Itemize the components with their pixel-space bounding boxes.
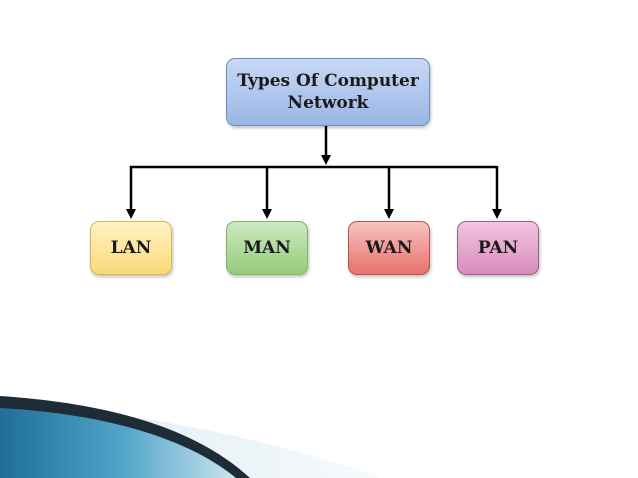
node-wan: WAN — [348, 221, 430, 275]
node-lan: LAN — [90, 221, 172, 275]
root-node-label: Types Of Computer Network — [237, 71, 419, 113]
node-man-label: MAN — [243, 238, 291, 258]
node-pan: PAN — [457, 221, 539, 275]
node-pan-label: PAN — [477, 238, 519, 258]
node-wan-label: WAN — [365, 238, 413, 258]
node-man: MAN — [226, 221, 308, 275]
root-node-types-of-computer-network: Types Of Computer Network — [226, 58, 430, 126]
node-lan-label: LAN — [110, 238, 152, 258]
